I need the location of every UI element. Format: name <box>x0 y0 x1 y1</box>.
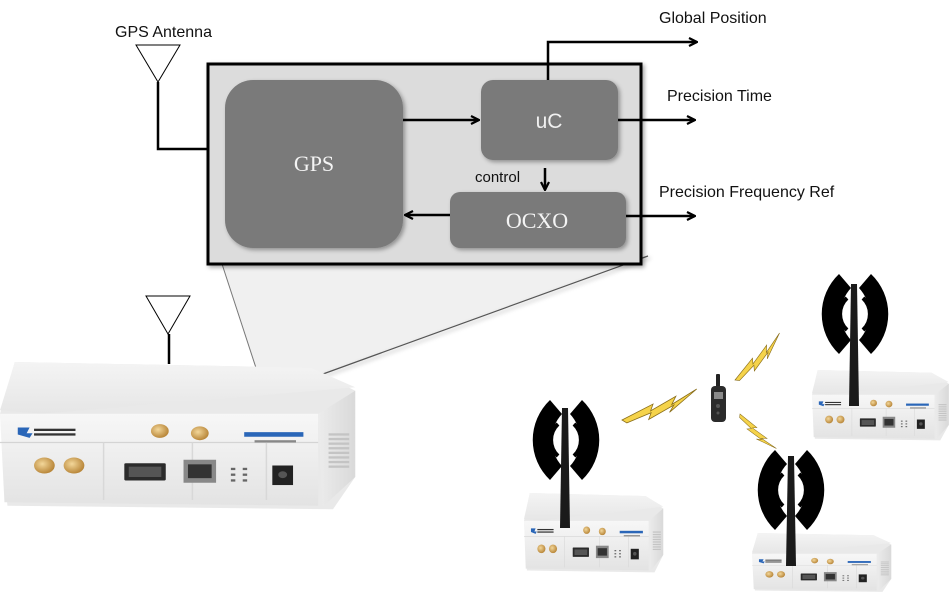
whip-antenna-icon <box>560 408 570 528</box>
gps-block <box>225 80 403 248</box>
handheld-radio-icon <box>711 374 726 422</box>
ocxo-block <box>450 192 626 248</box>
uc-block <box>481 80 618 160</box>
lightning-bolt-icon <box>618 388 702 427</box>
uc-block-label: uC <box>536 110 563 133</box>
output-label-precision-time: Precision Time <box>667 88 772 105</box>
control-label: control <box>475 169 520 186</box>
usrp-antenna-icon <box>145 295 191 335</box>
output-label-precision-frequency-ref: Precision Frequency Ref <box>659 184 835 201</box>
whip-antenna-icon <box>786 456 796 566</box>
ocxo-block-label: OCXO <box>506 208 568 233</box>
whip-antenna-icon <box>849 284 859 406</box>
gps-antenna-icon <box>135 44 208 151</box>
lightning-bolt-icon <box>728 332 789 385</box>
global-position-arrow <box>546 42 697 80</box>
lightning-bolt-icon <box>736 409 777 456</box>
usrp-node-top-right <box>811 272 950 441</box>
usrp-node-left <box>523 398 664 573</box>
projection-line-left <box>221 263 259 375</box>
projection-line-right <box>311 255 649 379</box>
usrp-device-main <box>0 295 356 510</box>
gps-block-label: GPS <box>294 151 334 176</box>
output-label-global-position: Global Position <box>659 10 767 27</box>
projection-wedge <box>222 256 648 378</box>
gps-antenna-label: GPS Antenna <box>115 24 212 41</box>
usrp-node-bottom-right <box>751 448 892 593</box>
